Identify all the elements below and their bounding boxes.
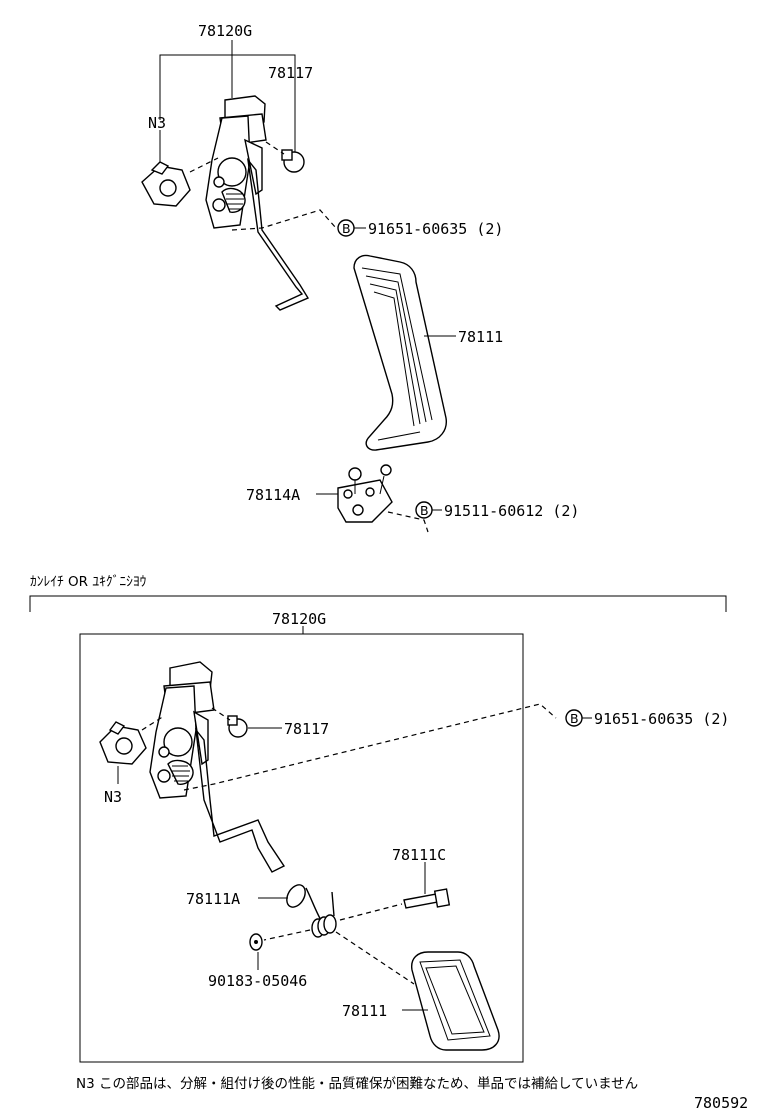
upper-stopper-78117 [281, 149, 305, 173]
upper-pedal-rod [246, 157, 310, 311]
upper-label-78117: 78117 [268, 64, 313, 82]
upper-b-marker: B [342, 221, 351, 236]
lower-label-bolt: 91651-60635 (2) [594, 710, 729, 728]
lower-pedal-pad-78111 [411, 951, 500, 1051]
upper-label-n3: N3 [148, 114, 166, 132]
upper-assembly: B B 78120G 78117 N [141, 22, 579, 533]
upper-b-marker2: B [420, 503, 429, 518]
section-header: ｶﾝﾚｲﾁ OR ﾕｷｸﾞﾆｼﾖｳ [30, 574, 147, 590]
lower-spring [305, 887, 337, 938]
footnote: N3 この部品は、分解・組付け後の性能・品質確保が困難なため、単品では補給してい… [76, 1076, 638, 1092]
lower-label-90183: 90183-05046 [208, 972, 307, 990]
upper-label-78120g: 78120G [198, 22, 252, 40]
lower-nut-90183 [249, 933, 263, 951]
lower-assembly: B [79, 610, 729, 1063]
upper-sensor-n3 [141, 161, 191, 207]
upper-label-78111: 78111 [458, 328, 503, 346]
section-bracket [29, 595, 727, 612]
lower-pedal-bracket [149, 661, 215, 799]
upper-label-bolt2: 91511-60612 (2) [444, 502, 579, 520]
lower-pedal-rod [195, 727, 286, 873]
lower-label-78111: 78111 [342, 1002, 387, 1020]
lower-label-78117: 78117 [284, 720, 329, 738]
lower-label-n3: N3 [104, 788, 122, 806]
lower-label-78120g: 78120G [272, 610, 326, 628]
lower-stopper-78117 [227, 715, 248, 738]
figure-number: 780592 [694, 1094, 748, 1112]
lower-sensor-n3 [99, 721, 147, 765]
lower-pin-78111c [403, 888, 451, 909]
lower-label-78111c: 78111C [392, 846, 446, 864]
upper-bracket-78114a [337, 464, 393, 523]
upper-pedal-bracket [205, 95, 267, 229]
upper-bracket-line [159, 54, 296, 135]
lower-b-marker: B [570, 711, 579, 726]
upper-label-78114a: 78114A [246, 486, 300, 504]
upper-label-bolt: 91651-60635 (2) [368, 220, 503, 238]
lower-clip-78111a [286, 884, 306, 908]
lower-label-78111a: 78111A [186, 890, 240, 908]
lower-assembly-box [79, 633, 524, 1063]
upper-pedal-pad-78111 [353, 254, 447, 451]
